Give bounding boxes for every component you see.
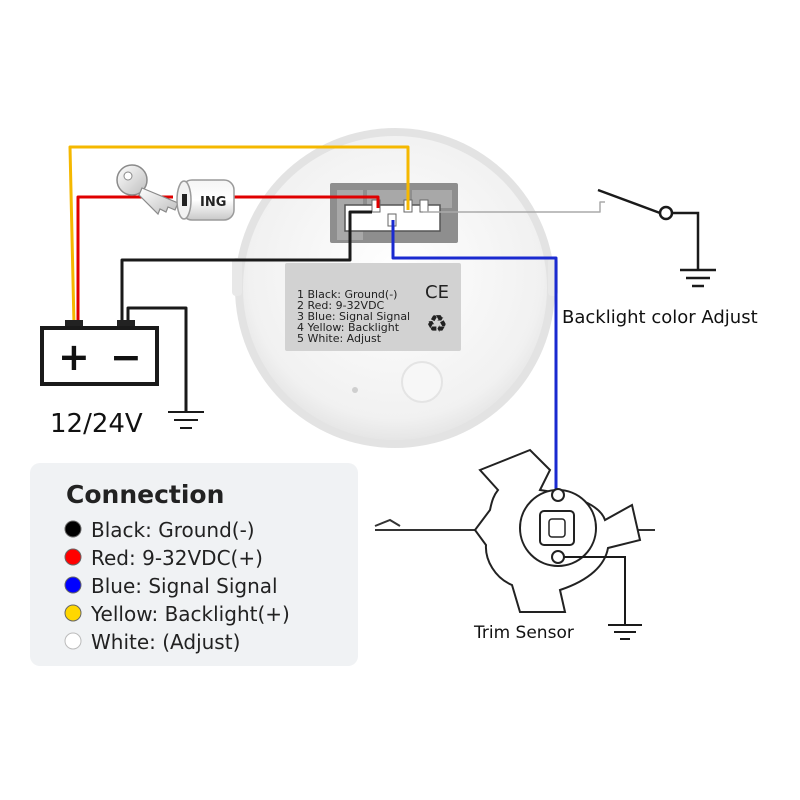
battery-minus: − [110, 335, 142, 379]
legend-color-dot [64, 576, 82, 594]
legend-item-label: Blue: Signal Signal [91, 574, 278, 598]
recycle-icon: ♻ [426, 310, 448, 338]
battery-plus: + [58, 335, 90, 379]
legend-color-dot [64, 548, 82, 566]
legend-background [30, 463, 358, 666]
gauge-vent [401, 361, 443, 403]
legend-color-dot [64, 604, 82, 622]
ignition-key-icon [116, 164, 179, 216]
red-wire-gauge [232, 195, 380, 208]
legend-item-label: Black: Ground(-) [91, 518, 255, 542]
ce-mark: CE [425, 282, 449, 303]
battery-ground-icon [168, 411, 204, 429]
battery: + − [40, 320, 159, 386]
gauge-label-line-5: 5 White: Adjust [297, 332, 382, 345]
gauge-label-line-3: 3 Blue: Signal Signal [297, 310, 410, 323]
backlight-adjust-label: Backlight color Adjust [562, 307, 758, 328]
black-wire-ground [126, 306, 188, 412]
legend-item-label: Yellow: Backlight(+) [90, 602, 290, 626]
backlight-switch-icon [597, 188, 716, 288]
gauge-label-line-1: 1 Black: Ground(-) [297, 288, 397, 301]
wires [68, 145, 605, 490]
blue-wire [391, 220, 558, 490]
ignition-label: ING [200, 195, 226, 210]
gauge-label-sticker: 1 Black: Ground(-) 2 Red: 9-32VDC 3 Blue… [285, 263, 461, 351]
battery-voltage-label: 12/24V [50, 409, 143, 439]
legend-title: Connection [66, 480, 224, 509]
gauge-label-line-4: 4 Yellow: Backlight [297, 321, 400, 334]
legend-color-dot [64, 632, 82, 650]
white-wire [423, 201, 605, 213]
trim-sensor-label: Trim Sensor [473, 623, 574, 643]
ignition-switch: ING [176, 179, 235, 221]
legend-color-dot [64, 520, 82, 538]
legend-item-label: Red: 9-32VDC(+) [91, 546, 263, 570]
battery-body [40, 326, 159, 386]
connection-legend: Connection Black: Ground(-) Red: 9-32VDC(… [30, 463, 358, 666]
gauge-label-line-2: 2 Red: 9-32VDC [297, 299, 385, 312]
black-wire-gauge [120, 210, 372, 325]
legend-item-label: White: (Adjust) [91, 630, 240, 654]
trim-sensor [374, 448, 655, 640]
yellow-wire [68, 145, 410, 326]
